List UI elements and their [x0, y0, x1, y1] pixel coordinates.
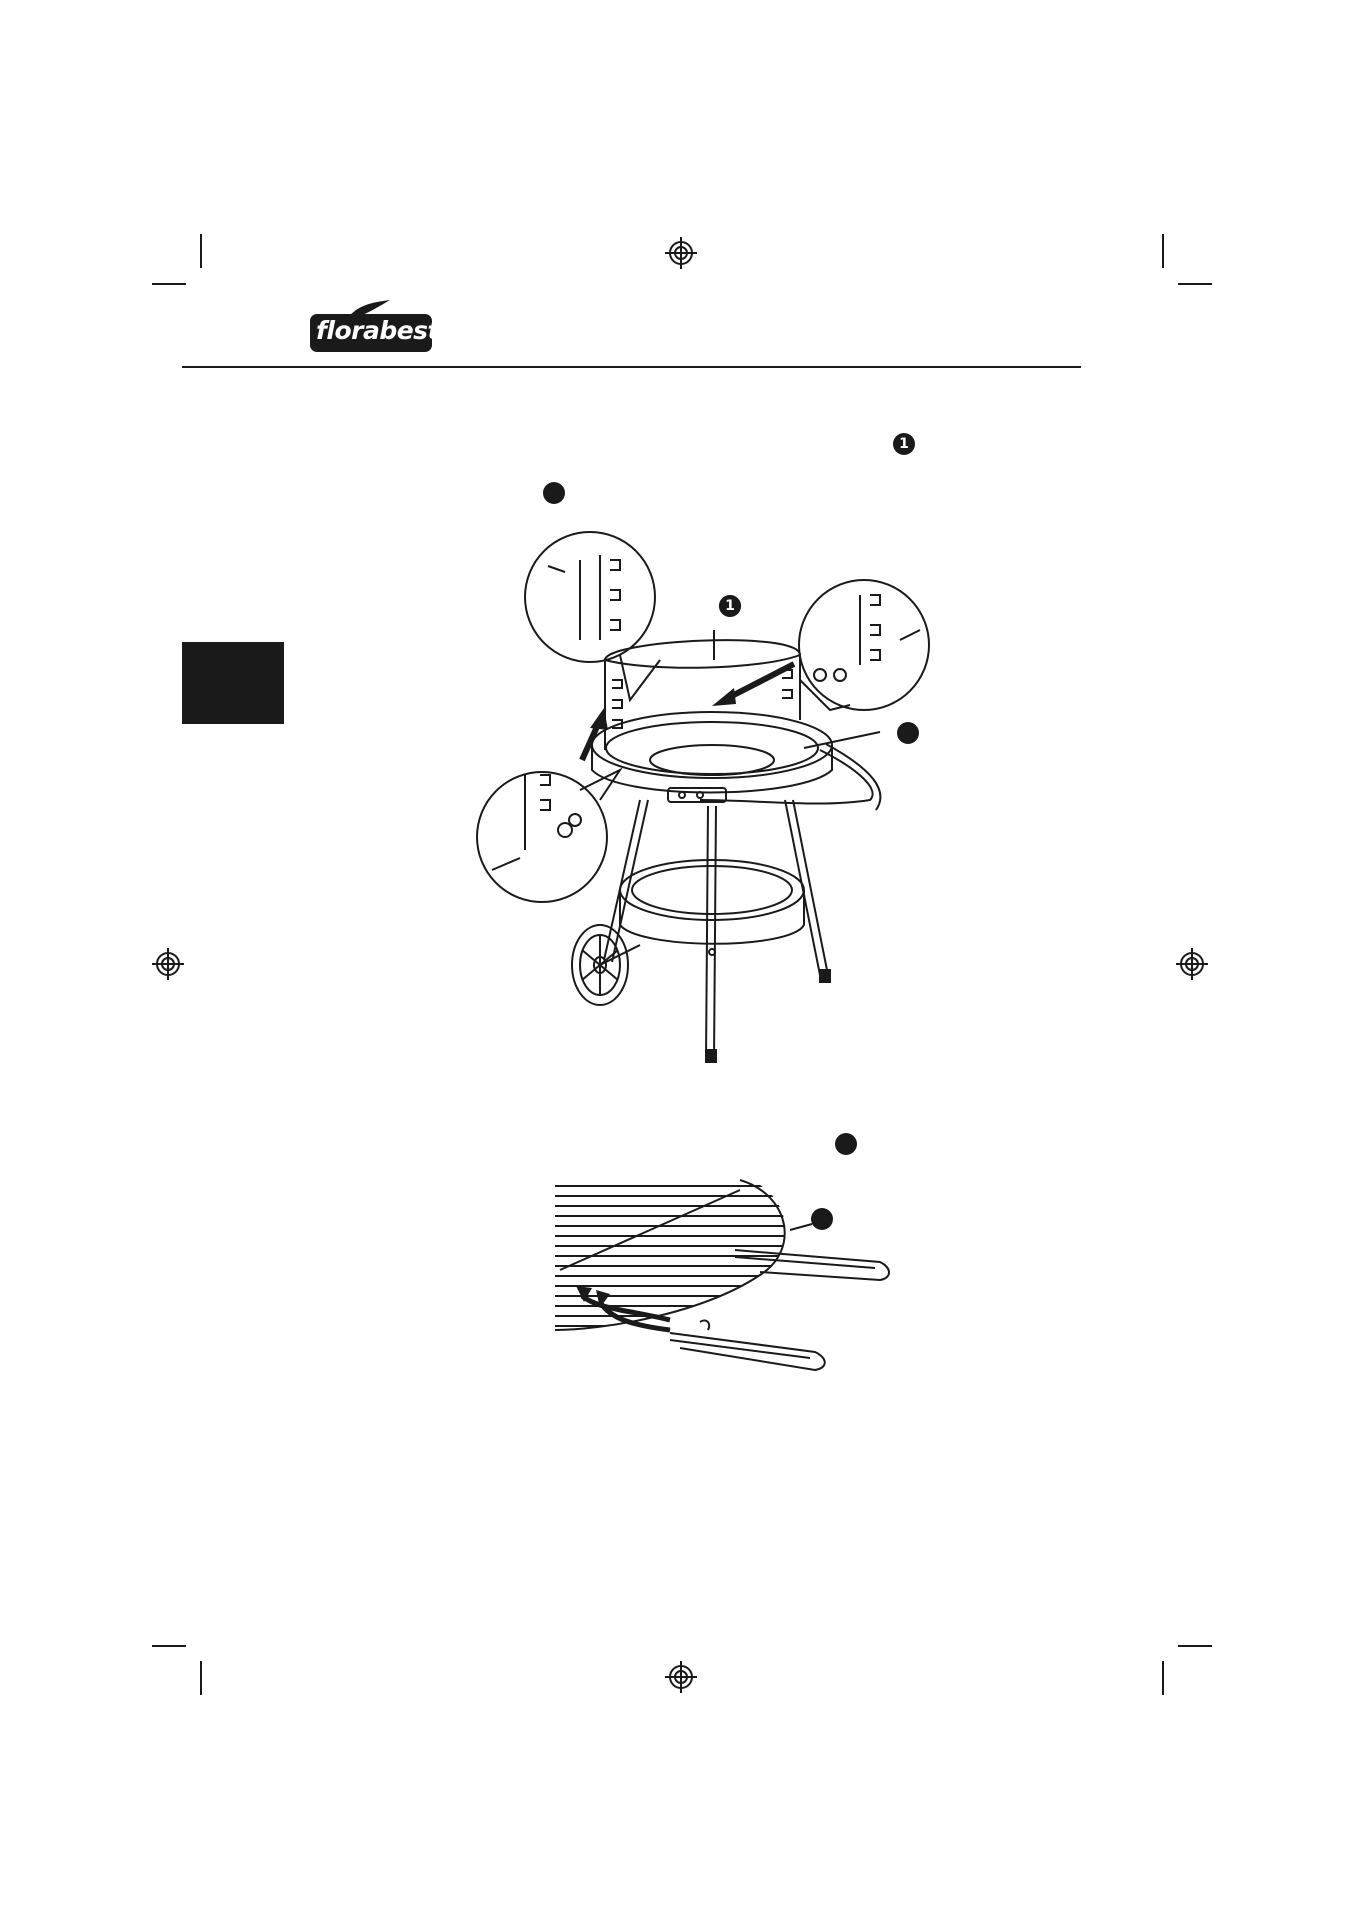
leaf-icon: [348, 300, 390, 318]
crop-mark-icon: [200, 1661, 202, 1695]
registration-crosshair-icon: [665, 237, 697, 269]
part-number-badge: [835, 1133, 857, 1155]
header-rule: [182, 366, 1081, 368]
part-label-circle: [897, 722, 919, 744]
registration-crosshair-icon: [152, 948, 184, 980]
crop-mark-icon: [152, 283, 186, 285]
logo-text: florabest: [316, 316, 440, 345]
logo-background: [310, 314, 432, 352]
crop-mark-icon: [152, 1645, 186, 1647]
florabest-logo: florabest: [310, 300, 440, 352]
crop-mark-icon: [1162, 234, 1164, 268]
part-label-circle: [811, 1208, 833, 1230]
crop-mark-icon: [1178, 283, 1212, 285]
section-tab: [182, 642, 284, 724]
crop-mark-icon: [1162, 1661, 1164, 1695]
registration-crosshair-icon: [665, 1661, 697, 1693]
crop-mark-icon: [1178, 1645, 1212, 1647]
crop-mark-icon: [200, 234, 202, 268]
drawing-part-number: 1: [719, 595, 741, 617]
part-number-badge: [543, 482, 565, 504]
part-number-badge: 1: [893, 433, 915, 455]
registration-crosshair-icon: [1176, 948, 1208, 980]
